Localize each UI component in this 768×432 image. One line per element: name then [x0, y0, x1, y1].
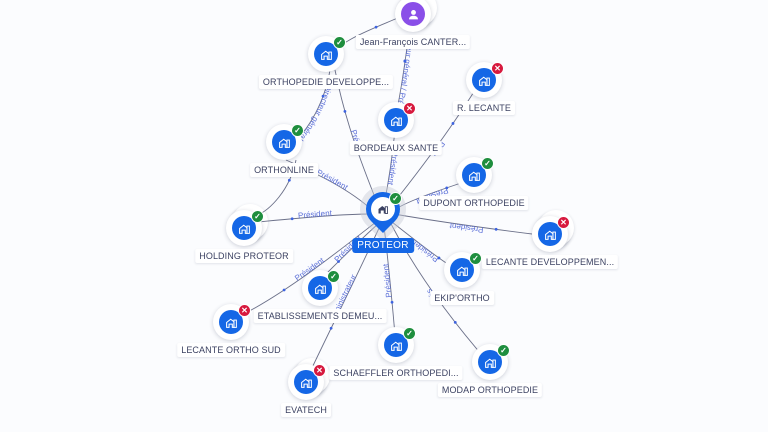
edge-lecante-dev-to-proteor[interactable]	[393, 213, 541, 236]
status-active-icon: ✓	[333, 36, 346, 49]
node-label[interactable]: SCHAEFFLER ORTHOPEDI...	[329, 366, 463, 380]
node-label[interactable]: HOLDING PROTEOR	[195, 249, 293, 263]
status-inactive-icon: ✕	[557, 216, 570, 229]
edge-label: Président	[448, 221, 484, 235]
node-label[interactable]: ORTHOPEDIE DEVELOPPE...	[258, 75, 394, 89]
edge-arrow-icon	[329, 326, 333, 330]
node-label[interactable]: BORDEAUX SANTE	[349, 141, 443, 155]
edge-arrow-icon	[494, 227, 498, 231]
edge-holding-proteor-to-proteor[interactable]	[257, 213, 373, 223]
status-active-icon: ✓	[389, 192, 402, 205]
edge-label: Directeur général / Président	[0, 0, 415, 112]
status-inactive-icon: ✕	[313, 364, 326, 377]
status-active-icon: ✓	[403, 327, 416, 340]
building-icon	[462, 163, 486, 187]
status-active-icon: ✓	[327, 270, 340, 283]
edge-lecante-sud-to-proteor[interactable]	[241, 221, 377, 316]
edge-label: Président	[298, 208, 333, 220]
node-label[interactable]: MODAP ORTHOPEDIE	[437, 383, 543, 397]
edge-arrow-icon	[374, 25, 378, 29]
node-label[interactable]: PROTEOR	[352, 238, 414, 253]
building-icon	[478, 350, 502, 374]
edge-arrow-icon	[290, 217, 294, 221]
status-active-icon: ✓	[251, 210, 264, 223]
status-active-icon: ✓	[291, 124, 304, 137]
node-label[interactable]: Jean-François CANTER...	[355, 35, 471, 49]
node-label[interactable]: LECANTE ORTHO SUD	[177, 343, 285, 357]
node-label[interactable]: EVATECH	[281, 403, 331, 417]
edge-arrow-icon	[337, 260, 340, 263]
edge-arrow-icon	[321, 94, 325, 98]
edge-label: Président	[386, 151, 400, 187]
status-inactive-icon: ✕	[491, 62, 504, 75]
edge-arrow-icon	[287, 178, 291, 182]
edge-arrow-icon	[390, 300, 394, 304]
node-label[interactable]: ORTHONLINE	[250, 163, 318, 177]
person-icon	[401, 2, 425, 26]
node-label[interactable]: LECANTE DEVELOPPEMEN...	[481, 255, 619, 269]
edge-label: Président	[315, 168, 350, 193]
node-label[interactable]: ETABLISSEMENTS DEMEU...	[253, 309, 387, 323]
node-label[interactable]: DUPONT ORTHOPEDIE	[419, 196, 529, 210]
edge-arrow-icon	[403, 59, 407, 63]
node-halo	[378, 102, 414, 138]
edge-arrow-icon	[437, 256, 441, 260]
status-inactive-icon: ✕	[238, 304, 251, 317]
edge-arrow-icon	[343, 109, 347, 113]
edge-arrow-icon	[445, 186, 449, 190]
status-inactive-icon: ✕	[403, 102, 416, 115]
building-icon	[384, 333, 408, 357]
edge-label: Président	[381, 263, 393, 298]
node-label[interactable]: R. LECANTE	[452, 101, 516, 115]
edge-arrow-icon	[453, 320, 457, 324]
status-active-icon: ✓	[481, 157, 494, 170]
node-label[interactable]: EKIP'ORTHO	[430, 291, 494, 305]
edge-arrow-icon	[282, 288, 286, 292]
edge-arrow-icon	[451, 122, 455, 125]
status-active-icon: ✓	[497, 344, 510, 357]
edge-schaeffler-to-proteor[interactable]	[383, 225, 396, 336]
status-active-icon: ✓	[469, 252, 482, 265]
